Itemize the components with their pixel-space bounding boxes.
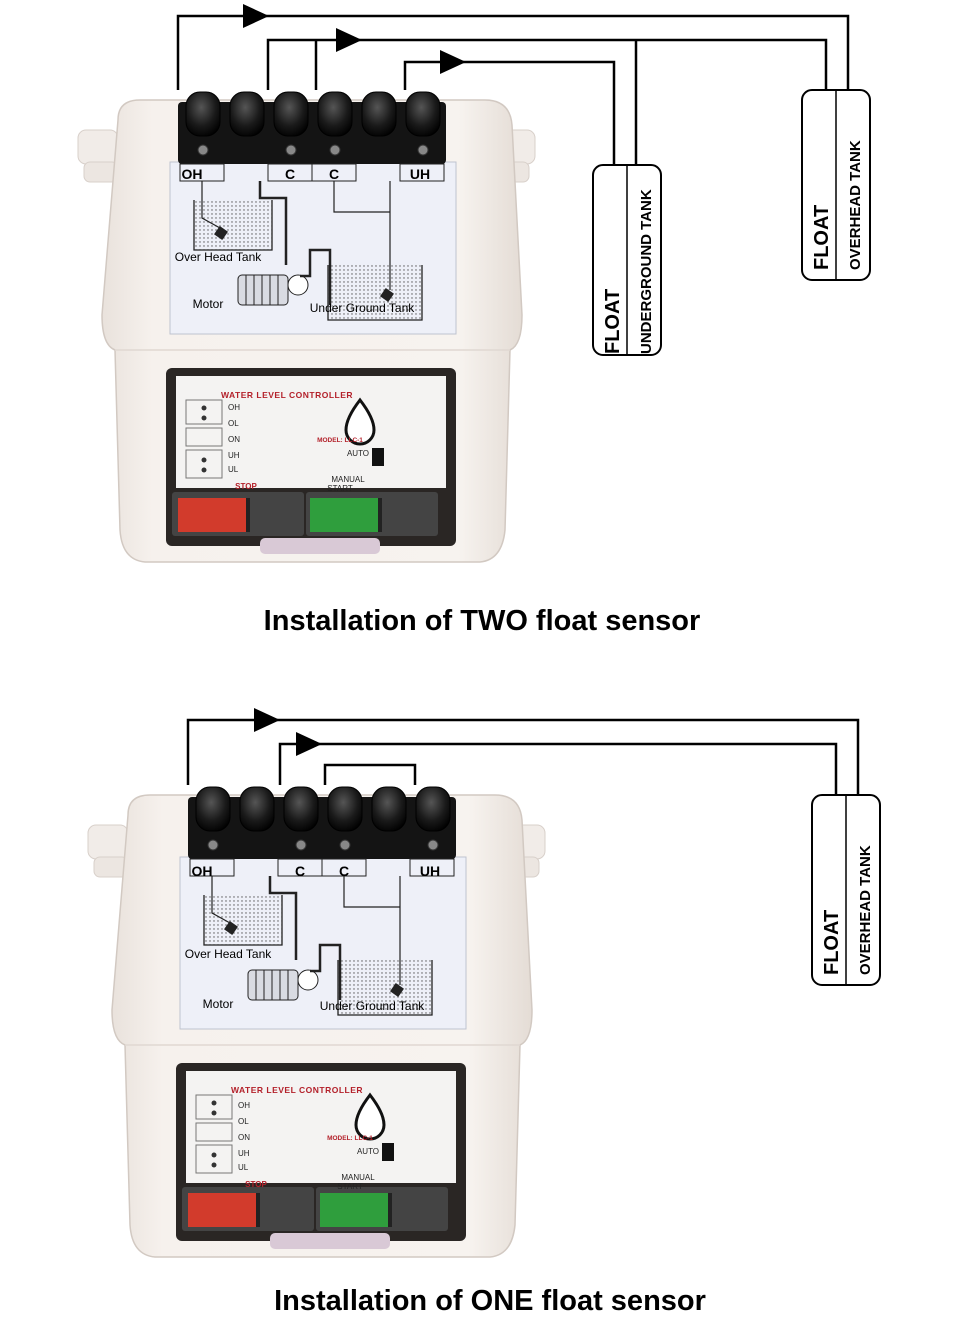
terminal-oh-label: OH bbox=[192, 863, 213, 879]
terminal-c2-label: C bbox=[339, 863, 349, 879]
panel-one-float: OH C C UH Over Head Tank Motor Under Gro… bbox=[86, 708, 881, 1317]
arrow-head bbox=[336, 28, 362, 52]
panel-two-float: OH C C UH Over Head Tank Motor Under Gro… bbox=[76, 4, 871, 637]
svg-text:FLOAT: FLOAT bbox=[602, 289, 624, 354]
level-ol: OL bbox=[228, 419, 239, 428]
start-label: START bbox=[337, 1182, 363, 1191]
float-underground-tank: FLOAT UNDERGROUND TANK bbox=[592, 164, 662, 356]
arrow-head bbox=[254, 708, 280, 732]
level-uh: UH bbox=[238, 1149, 250, 1158]
svg-text:UNDERGROUND TANK: UNDERGROUND TANK bbox=[638, 189, 655, 354]
panel-title: WATER LEVEL CONTROLLER bbox=[221, 390, 353, 400]
svg-text:FLOAT: FLOAT bbox=[821, 910, 843, 975]
float-overhead-tank: FLOAT OVERHEAD TANK bbox=[801, 89, 871, 281]
wiring-two-float bbox=[176, 14, 850, 165]
auto-label: AUTO bbox=[347, 449, 369, 458]
svg-text:OVERHEAD TANK: OVERHEAD TANK bbox=[847, 140, 864, 270]
float-overhead-tank: FLOAT OVERHEAD TANK bbox=[811, 794, 881, 986]
model-label: MODEL: LLC-1 bbox=[327, 1135, 373, 1142]
level-on: ON bbox=[238, 1133, 250, 1142]
terminal-c2-label: C bbox=[329, 166, 339, 182]
motor-label: Motor bbox=[193, 297, 224, 311]
auto-label: AUTO bbox=[357, 1147, 379, 1156]
overhead-tank-label: Over Head Tank bbox=[175, 250, 262, 264]
level-ul: UL bbox=[228, 465, 239, 474]
manual-label: MANUAL bbox=[331, 475, 365, 484]
level-uh: UH bbox=[228, 451, 240, 460]
terminal-c1-label: C bbox=[295, 863, 305, 879]
underground-tank-label: Under Ground Tank bbox=[320, 999, 426, 1013]
level-oh: OH bbox=[228, 403, 240, 412]
arrow-head bbox=[243, 4, 269, 28]
level-oh: OH bbox=[238, 1101, 250, 1110]
underground-tank-label: Under Ground Tank bbox=[310, 301, 416, 315]
terminal-c1-label: C bbox=[285, 166, 295, 182]
terminal-uh-label: UH bbox=[420, 863, 440, 879]
stop-label: STOP bbox=[245, 1180, 267, 1189]
manual-label: MANUAL bbox=[341, 1173, 375, 1182]
level-on: ON bbox=[228, 435, 240, 444]
arrow-head bbox=[440, 50, 466, 74]
terminal-oh-label: OH bbox=[182, 166, 203, 182]
svg-text:FLOAT: FLOAT bbox=[811, 205, 833, 270]
motor-label: Motor bbox=[203, 997, 234, 1011]
arrow-head bbox=[296, 732, 322, 756]
stop-label: STOP bbox=[235, 482, 257, 491]
panel-title: WATER LEVEL CONTROLLER bbox=[231, 1085, 363, 1095]
start-label: START bbox=[327, 484, 353, 493]
svg-text:OVERHEAD TANK: OVERHEAD TANK bbox=[857, 845, 874, 975]
level-ol: OL bbox=[238, 1117, 249, 1126]
overhead-tank-label: Over Head Tank bbox=[185, 947, 272, 961]
caption-two-float: Installation of TWO float sensor bbox=[264, 605, 701, 637]
level-ul: UL bbox=[238, 1163, 249, 1172]
wiring-one-float bbox=[186, 718, 860, 795]
terminal-uh-label: UH bbox=[410, 166, 430, 182]
caption-one-float: Installation of ONE float sensor bbox=[274, 1285, 706, 1317]
model-label: MODEL: LLC-1 bbox=[317, 437, 363, 444]
